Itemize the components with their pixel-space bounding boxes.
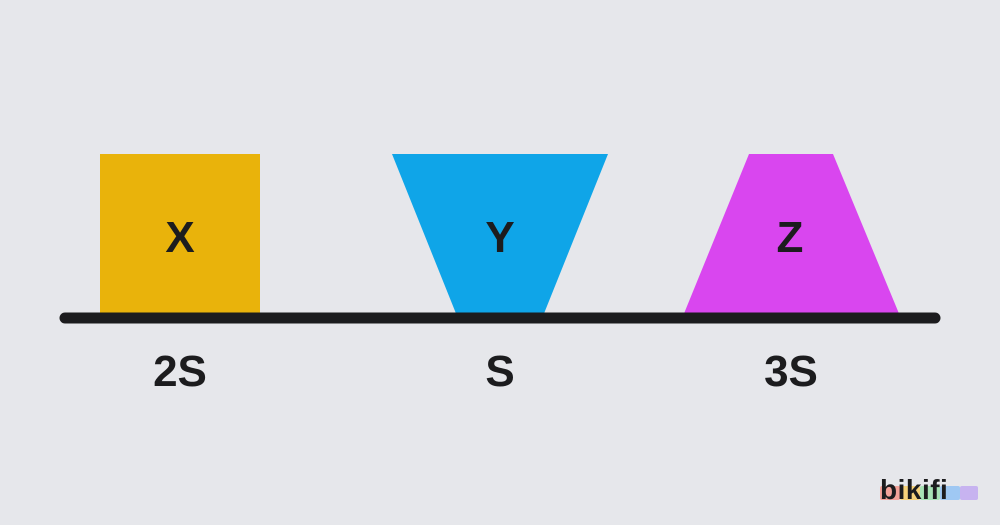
bikifi-logo: bikifi: [880, 470, 980, 510]
logo-bar-3: [920, 486, 940, 500]
area-label-y: S: [485, 347, 514, 396]
logo-bar-1: [880, 486, 900, 500]
logo-text: bikifi: [880, 474, 949, 505]
area-label-z: 3S: [764, 347, 818, 396]
shape-y-label: Y: [485, 213, 514, 262]
shape-z-trapezoid: [683, 154, 900, 316]
logo-bar-4: [940, 486, 960, 500]
shape-z-label: Z: [777, 213, 804, 262]
shape-x-label: X: [165, 213, 194, 262]
logo-bar-5: [960, 486, 978, 500]
logo-bar-2: [900, 486, 920, 500]
shape-y-trapezoid: [392, 154, 608, 316]
shape-x-square: [100, 154, 260, 316]
area-label-x: 2S: [153, 347, 207, 396]
